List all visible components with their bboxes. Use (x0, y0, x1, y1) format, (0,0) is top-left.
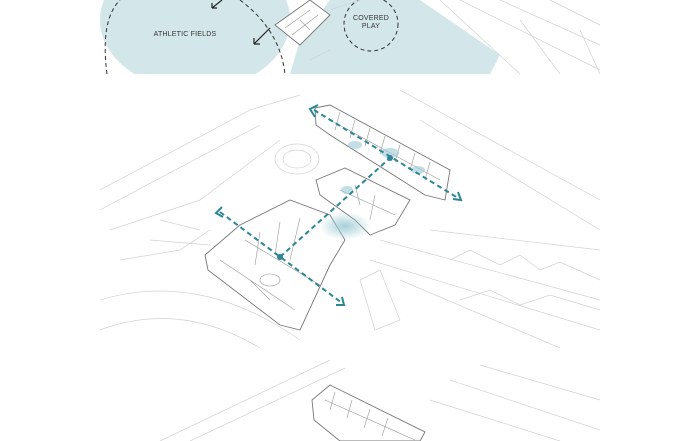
direction-arrow-icon (211, 0, 271, 45)
covered-play-zone (290, 0, 500, 74)
covered-play-boundary (343, 0, 399, 52)
athletic-fields-boundary (239, 0, 286, 74)
circulation-paths (214, 104, 463, 306)
courtyard-highlight (319, 212, 371, 240)
top-panel-zones (100, 0, 601, 74)
covered-play-label-line1: COVERED (352, 15, 390, 22)
covered-play-label-line2: PLAY (361, 23, 381, 30)
site-context-lines (100, 89, 601, 348)
south-wing-building (204, 199, 346, 331)
athletic-fields-zone (100, 0, 290, 74)
top-building (274, 0, 331, 46)
arrowhead-icon (214, 104, 463, 306)
middle-panel (100, 89, 601, 348)
bottom-panel (159, 359, 601, 441)
athletic-fields-label: ATHLETIC FIELDS (153, 31, 217, 38)
commons-highlights (341, 141, 425, 194)
